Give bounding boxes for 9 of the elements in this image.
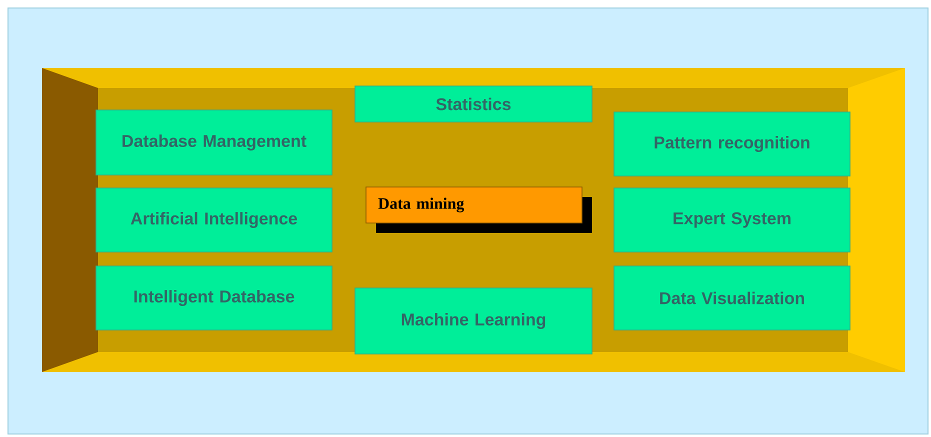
topic-box: Machine Learning [354, 288, 592, 354]
topic-box: Data Visualization [614, 266, 850, 330]
topic-box: Pattern recognition [614, 112, 850, 176]
topic-box: Artificial Intelligence [96, 188, 332, 252]
topic-box: Database Management [96, 110, 332, 176]
topic-box: Expert System [614, 188, 850, 252]
title-box: Data mining [366, 186, 582, 224]
topic-box: Intelligent Database [96, 266, 332, 330]
topic-box: Statistics [354, 86, 592, 122]
